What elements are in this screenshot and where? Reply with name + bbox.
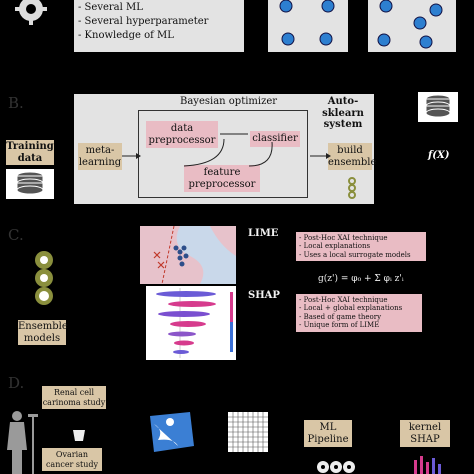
lime-decision-plot — [140, 226, 236, 284]
shap-beeswarm-plot — [146, 286, 236, 360]
bullet-several-hyperparameter: - Several hyperparameter — [78, 16, 209, 27]
lime-bullet-3: - Uses a local surrogate models — [299, 250, 411, 259]
ensemble-gear-chain-icon — [35, 251, 53, 305]
patient-icon — [7, 411, 38, 474]
shap-bullet-1: - Post-Hoc XAI technique — [299, 296, 388, 304]
renal-study-label: Renal cell carinoma study — [42, 386, 106, 410]
shap-bullet-3: - Based of game theory — [299, 312, 382, 321]
lime-bullet-2: - Local explanations — [299, 242, 371, 251]
ml-pipeline-box: ML Pipeline — [304, 420, 352, 447]
data-grid-icon — [228, 412, 268, 452]
fx-label: f(X) — [428, 150, 450, 161]
shap-title: SHAP — [248, 290, 280, 301]
lime-bullet-1: - Post-Hoc XAI technique — [299, 234, 388, 242]
training-data-label: Training data — [6, 140, 54, 165]
feature-preprocessor-box: feature preprocessor — [184, 165, 260, 192]
panel-b-letter: B. — [8, 94, 24, 112]
database-icon — [6, 169, 54, 199]
ensemble-chain-icon — [348, 177, 356, 199]
database-icon-right — [418, 92, 458, 122]
shap-bars-icon — [414, 456, 441, 474]
lime-title: LIME — [248, 228, 279, 239]
pipeline-arrows — [122, 133, 331, 167]
panel-d-letter: D. — [8, 374, 25, 392]
panel-a-requirements-box: - Several ML - Several hyperparameter - … — [74, 0, 244, 52]
ovarian-study-label: Ovarian cancer study — [42, 448, 102, 472]
data-preprocessor-box: data preprocessor — [146, 121, 218, 148]
ensemble-models-label: Ensemble models — [18, 320, 68, 345]
dot-plot-2 — [368, 0, 456, 52]
shap-description-box: - Post-Hoc XAI technique - Local + globa… — [296, 294, 422, 332]
bullet-several-ml: - Several ML — [78, 2, 143, 13]
tissue-scan-icon — [150, 412, 194, 452]
classifier-box: classifier — [250, 131, 300, 147]
lime-description-box: - Post-Hoc XAI technique - Local explana… — [296, 232, 426, 262]
pipeline-frame — [138, 110, 308, 198]
bayesian-optimizer-label: Bayesian optimizer — [180, 96, 278, 107]
cup-icon — [73, 430, 85, 441]
shap-formula: g(z') = φ₀ + Σ φᵢ z'ᵢ — [318, 274, 404, 284]
training-data-block: Training data — [6, 140, 54, 204]
pipeline-gears-icon — [317, 461, 355, 473]
gear-icon-top-left — [14, 0, 48, 26]
bullet-knowledge-of-ml: - Knowledge of ML — [78, 30, 174, 41]
dot-plot-1 — [268, 0, 348, 52]
auto-sklearn-system-label: Auto-sklearn system — [322, 96, 364, 130]
kernel-shap-box: kernel SHAP — [400, 420, 450, 447]
shap-bullet-4: - Unique form of LIME — [299, 321, 380, 330]
meta-learning-box: meta-learning — [78, 143, 122, 170]
panel-c-letter: C. — [8, 226, 24, 244]
shap-bullet-2: - Local + global explanations — [299, 304, 403, 313]
build-ensemble-box: build ensemble — [328, 143, 376, 170]
